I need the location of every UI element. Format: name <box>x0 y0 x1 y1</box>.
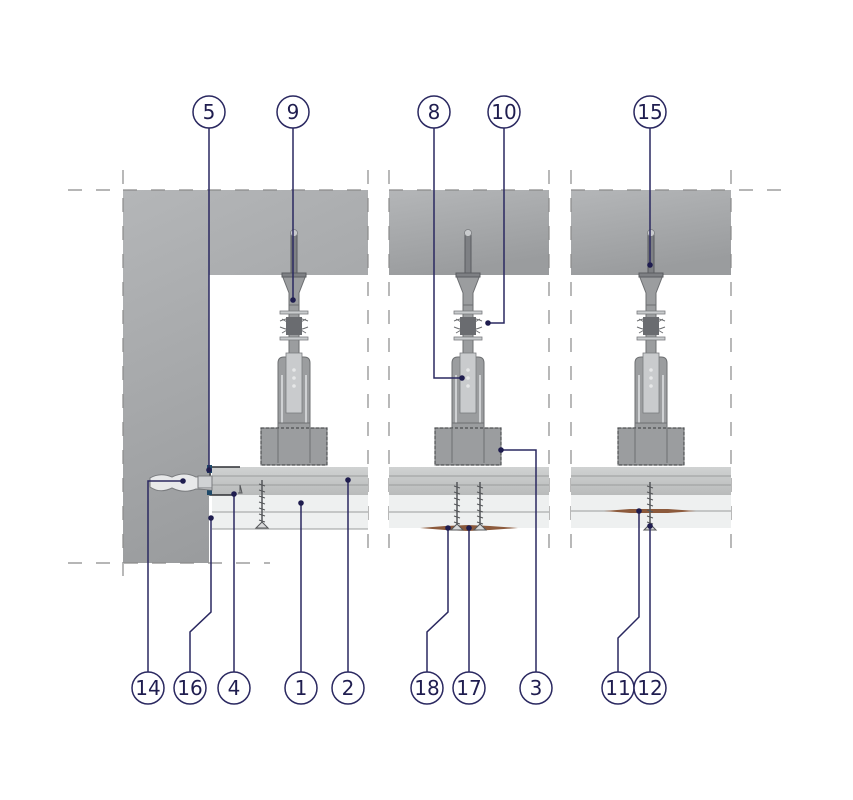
leader-dot-9 <box>290 297 296 303</box>
callout-bubble-4 <box>217 671 251 705</box>
leader-line-18 <box>426 528 449 672</box>
leader-line-10 <box>488 128 505 324</box>
panel-board-joint-taped <box>388 170 550 560</box>
callout-bubble-3 <box>519 671 553 705</box>
callout-bubble-10 <box>487 95 521 129</box>
leader-dot-11 <box>636 508 642 514</box>
leader-line-16 <box>189 518 212 672</box>
callout-label-1: 1 <box>295 676 308 700</box>
leader-dot-3 <box>498 447 504 453</box>
leader-dot-2 <box>345 477 351 483</box>
leader-line-8 <box>433 128 462 379</box>
callout-bubble-5 <box>192 95 226 129</box>
callout-label-18: 18 <box>414 676 439 700</box>
leader-dot-17 <box>466 525 472 531</box>
leader-line-3 <box>501 449 537 672</box>
callout-bubble-2 <box>331 671 365 705</box>
leader-dot-1 <box>298 500 304 506</box>
leader-dot-15 <box>647 262 653 268</box>
upper-board <box>212 467 368 495</box>
callout-label-10: 10 <box>491 100 516 124</box>
callout-bubble-15 <box>633 95 667 129</box>
callout-label-15: 15 <box>637 100 662 124</box>
callout-label-3: 3 <box>530 676 543 700</box>
leader-dot-14 <box>180 478 186 484</box>
leader-dot-8 <box>459 375 465 381</box>
callout-label-2: 2 <box>342 676 355 700</box>
leader-line-11 <box>617 511 640 672</box>
callout-bubble-8 <box>417 95 451 129</box>
callout-label-12: 12 <box>637 676 662 700</box>
callout-label-11: 11 <box>605 676 630 700</box>
callout-label-9: 9 <box>287 100 300 124</box>
callout-bubble-17 <box>452 671 486 705</box>
callout-label-17: 17 <box>456 676 481 700</box>
callout-bubble-16 <box>173 671 207 705</box>
panel-wall-connection <box>68 170 369 580</box>
leader-line-14 <box>147 480 183 672</box>
callout-bubble-14 <box>131 671 165 705</box>
leader-dot-10 <box>485 320 491 326</box>
panel-board-joint-single-screw <box>570 170 785 560</box>
callout-label-4: 4 <box>228 676 241 700</box>
callout-label-8: 8 <box>428 100 441 124</box>
concrete-wall-slab <box>123 190 368 563</box>
callout-label-14: 14 <box>135 676 160 700</box>
callout-label-16: 16 <box>177 676 202 700</box>
callout-bubble-18 <box>410 671 444 705</box>
leader-dot-18 <box>445 525 451 531</box>
callout-bubble-1 <box>284 671 318 705</box>
leader-dot-4 <box>231 491 237 497</box>
callout-label-5: 5 <box>203 100 216 124</box>
leader-dot-12 <box>647 523 653 529</box>
leader-dot-5 <box>206 467 212 473</box>
callout-bubble-12 <box>633 671 667 705</box>
callout-bubble-9 <box>276 95 310 129</box>
leader-dot-16 <box>208 515 214 521</box>
